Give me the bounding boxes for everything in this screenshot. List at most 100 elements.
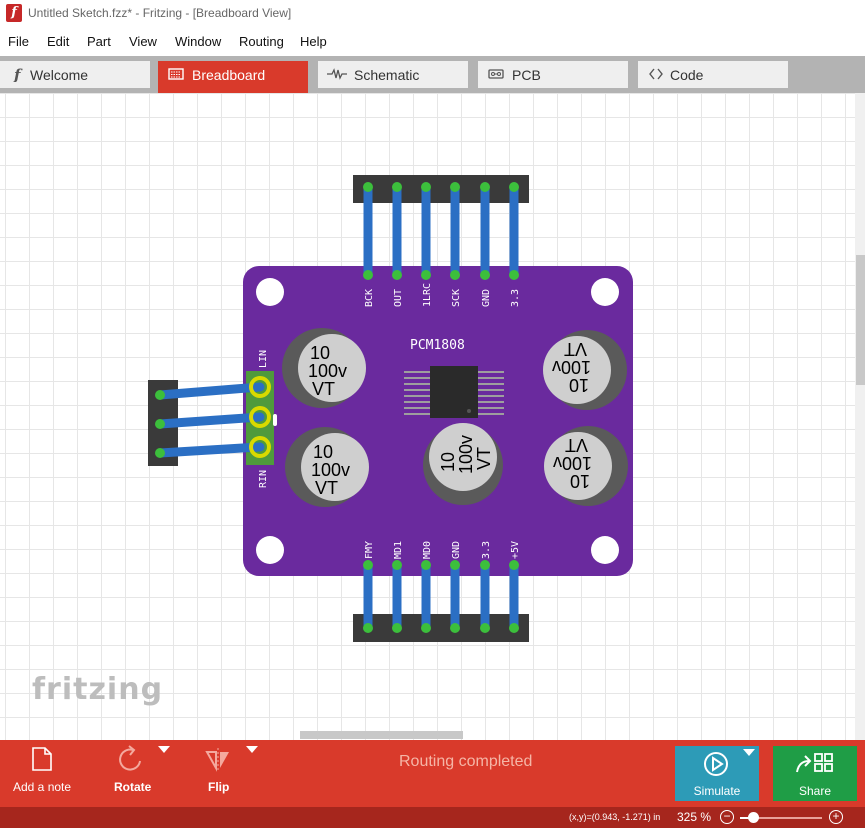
pin-label-3v3: 3.3 [510,289,521,307]
svg-text:100v: 100v [456,435,476,474]
breadboard-icon [168,68,184,80]
mounting-hole [256,278,284,306]
chip-right-pins [478,371,504,415]
simulate-button[interactable]: Simulate [675,746,759,801]
pin-label-fmy: FMY [364,541,375,559]
top-header [353,175,529,203]
simulate-dropdown-icon[interactable] [743,749,755,757]
menu-view[interactable]: View [129,34,157,49]
mounting-hole [591,278,619,306]
svg-text:10: 10 [310,343,330,363]
pcb-icon [488,69,504,79]
pin-label-bck: BCK [364,289,375,307]
menu-file[interactable]: File [8,34,29,49]
svg-text:100v: 100v [552,357,591,377]
flip-icon [205,748,229,772]
svg-text:100v: 100v [311,460,350,480]
chip-left-pins [404,371,430,415]
pin-label-gnd-bottom: GND [451,541,462,559]
capacitor: 10 100v VT [423,423,503,505]
pin-label-out: OUT [393,289,404,307]
mounting-hole [256,536,284,564]
left-pin-labels: LIN RIN [258,350,269,488]
zoom-slider-handle[interactable] [748,812,760,823]
window-title: Untitled Sketch.fzz* - Fritzing - [Bread… [28,6,292,20]
rotate-button[interactable]: Rotate [106,740,176,807]
tab-code[interactable]: Code [638,61,788,88]
status-bar: (x,y)=(0.943, -1.271) in 325 % − + [0,807,865,828]
svg-text:10: 10 [570,471,590,491]
bottom-toolbar: Add a note Rotate Flip Routing completed… [0,740,865,807]
svg-text:100v: 100v [553,453,592,473]
title-bar: f Untitled Sketch.fzz* - Fritzing - [Bre… [0,0,865,28]
tab-breadboard[interactable]: Breadboard [158,61,308,93]
zoom-in-icon[interactable]: + [829,810,843,824]
top-wire-ends [363,182,519,280]
capacitor: 10 100v VT [543,330,627,410]
zoom-slider-fill [740,817,754,819]
menu-help[interactable]: Help [300,34,327,49]
svg-text:10: 10 [313,442,333,462]
top-pin-labels: BCK OUT 1LRC SCK GND 3.3 [364,283,521,307]
menu-edit[interactable]: Edit [47,34,70,49]
resistor-icon [327,68,347,80]
tab-pcb[interactable]: PCB [478,61,628,88]
zoom-out-icon[interactable]: − [720,810,734,824]
tab-welcome-label: Welcome [30,67,89,83]
menu-window[interactable]: Window [175,34,222,49]
board-body[interactable] [243,266,633,576]
f-logo-icon: f [13,66,23,82]
pin-label-1lrc: 1LRC [422,283,433,307]
top-wires[interactable] [363,182,519,280]
zoom-slider[interactable] [740,817,822,819]
capacitor: 10 100v VT [544,426,628,506]
flip-dropdown-icon[interactable] [246,746,258,754]
zoom-level: 325 % [677,810,712,824]
routing-status: Routing completed [399,753,533,770]
tab-breadboard-label: Breadboard [192,67,266,83]
menu-part[interactable]: Part [87,34,111,49]
pin-label-rin: RIN [258,470,269,488]
svg-text:VT: VT [312,379,335,399]
rotate-label: Rotate [114,780,152,794]
svg-text:10: 10 [438,452,458,472]
pin-label-3v3-bottom: 3.3 [481,541,492,559]
share-button[interactable]: Share [773,746,857,801]
svg-text:100v: 100v [308,361,347,381]
tab-pcb-label: PCB [512,67,541,83]
pcm1808-module[interactable]: BCK OUT 1LRC SCK GND 3.3 FMY MD1 MD0 GND… [0,93,855,740]
svg-text:VT: VT [564,339,587,359]
menu-routing[interactable]: Routing [239,34,284,49]
bottom-header [353,614,529,642]
code-brackets-icon [649,68,663,80]
horizontal-scroll-thumb[interactable] [300,731,463,739]
left-wires[interactable] [155,382,265,458]
pin-label-lin: LIN [258,350,269,368]
pin-label-5v: +5V [510,541,521,559]
rotate-dropdown-icon[interactable] [158,746,170,754]
play-icon [704,752,728,776]
add-note-button[interactable]: Add a note [10,740,80,807]
bottom-wire-ends [363,560,519,633]
chip-label: PCM1808 [410,338,465,353]
mounting-hole [591,536,619,564]
vertical-scroll-thumb[interactable] [856,255,865,385]
tab-code-label: Code [670,67,704,83]
pin-label-sck: SCK [451,289,462,307]
vertical-scrollbar[interactable] [855,93,865,740]
tab-schematic-label: Schematic [354,67,420,83]
svg-text:10: 10 [569,375,589,395]
add-note-label: Add a note [13,780,72,794]
tab-welcome[interactable]: f Welcome [0,61,150,88]
fritzing-watermark: fritzing [32,672,164,707]
flip-button[interactable]: Flip [200,740,266,807]
chip-pin1-dot [467,409,471,413]
bottom-wires[interactable] [363,560,519,633]
tab-schematic[interactable]: Schematic [318,61,468,88]
share-icon [796,753,833,773]
pin-label-md0: MD0 [422,541,433,559]
menu-bar: File Edit Part View Window Routing Help [0,28,865,54]
capacitor: 10 100v VT [282,328,366,408]
pin-label-gnd: GND [481,289,492,307]
pin-label-md1: MD1 [393,541,404,559]
